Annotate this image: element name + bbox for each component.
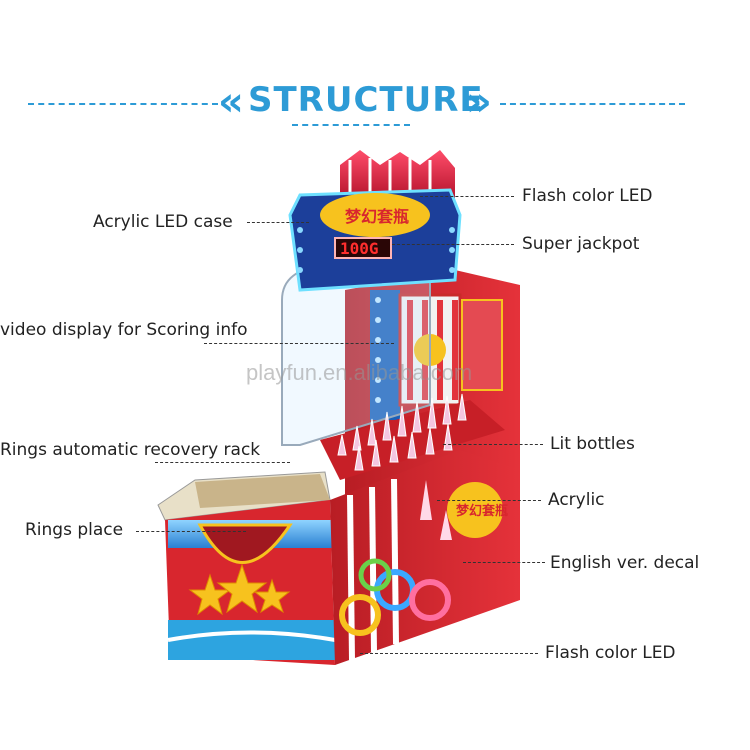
label-super-jackpot: Super jackpot: [522, 234, 640, 254]
leader-rings-place: [136, 531, 246, 532]
svg-text:梦幻套瓶: 梦幻套瓶: [456, 503, 508, 519]
leader-super-jackpot: [392, 244, 514, 245]
page-title: STRUCTURE: [248, 80, 484, 120]
title-dash-left: [28, 103, 218, 105]
label-lit-bottles: Lit bottles: [550, 434, 635, 454]
leader-flash-led-bottom: [360, 653, 538, 654]
acrylic-led-case: 梦幻套瓶 100G: [288, 150, 462, 292]
label-rings-recovery-rack: Rings automatic recovery rack: [0, 440, 261, 460]
leader-acrylic: [437, 500, 541, 501]
lit-bottles: [320, 393, 505, 480]
leader-video-display: [204, 343, 394, 344]
label-flash-color-led-bottom: Flash color LED: [545, 643, 676, 663]
chevron-right-icon: »: [466, 79, 492, 125]
title-banner: « STRUCTURE »: [0, 78, 750, 128]
label-flash-color-led-top: Flash color LED: [522, 186, 653, 206]
leader-english-decal: [463, 562, 545, 563]
label-english-decal: English ver. decal: [550, 553, 700, 573]
leader-lit-bottles: [443, 444, 543, 445]
leader-acrylic-led-case: [247, 222, 309, 223]
score-display: 100G: [340, 239, 379, 258]
title-dash-right: [500, 103, 685, 105]
svg-text:梦幻套瓶: 梦幻套瓶: [345, 207, 409, 226]
chevron-left-icon: «: [218, 79, 244, 125]
rings-place-deck: [157, 471, 336, 665]
leader-rings-recovery: [155, 462, 290, 463]
title-underline: [292, 124, 410, 126]
leader-flash-led-top: [420, 196, 514, 197]
label-rings-place: Rings place: [25, 520, 124, 540]
label-video-display: video display for Scoring info: [0, 320, 248, 340]
side-panel-decal: 梦幻套瓶: [330, 450, 520, 665]
watermark: playfun.en.alibaba.com: [246, 360, 473, 385]
label-acrylic-led-case: Acrylic LED case: [93, 212, 233, 232]
label-acrylic: Acrylic: [548, 490, 605, 510]
